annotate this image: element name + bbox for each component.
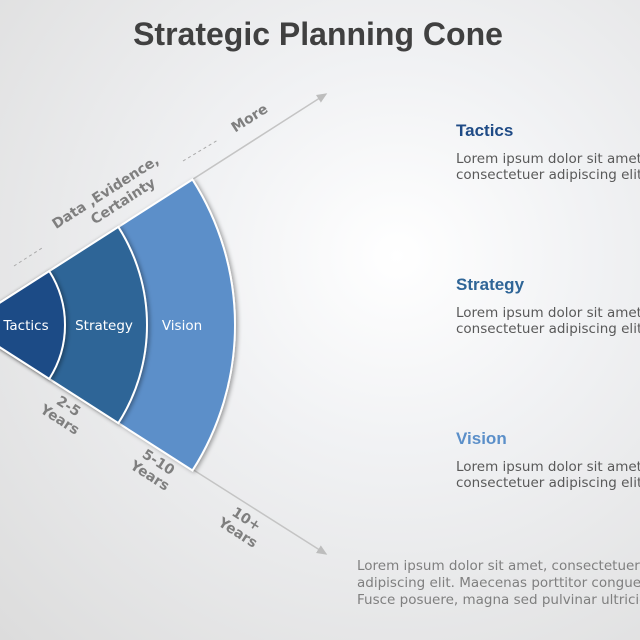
segment-label-strategy: Strategy	[75, 318, 133, 334]
cone-segment-tactics	[0, 269, 66, 381]
dashed-mark	[182, 139, 219, 162]
block-heading: Strategy	[456, 275, 525, 294]
footer-line: adipiscing elit. Maecenas porttitor cong…	[357, 575, 640, 591]
block-text: consectetuer adipiscing elit.	[456, 321, 640, 337]
page-title: Strategic Planning Cone	[133, 16, 503, 52]
block-heading: Vision	[456, 429, 507, 448]
segment-label-tactics: Tactics	[2, 318, 48, 334]
segment-label-vision: Vision	[162, 318, 202, 334]
block-heading: Tactics	[456, 121, 514, 140]
cone-segment-strategy	[0, 225, 148, 425]
block-text: Lorem ipsum dolor sit amet,	[456, 459, 640, 475]
block-text: consectetuer adipiscing elit.	[456, 167, 640, 183]
dashed-mark	[13, 247, 43, 267]
block-text: Lorem ipsum dolor sit amet,	[456, 305, 640, 321]
footer-line: Lorem ipsum dolor sit amet, consectetuer	[357, 558, 640, 574]
top-axis-end-label: More	[229, 101, 271, 136]
footer-line: Fusce posuere, magna sed pulvinar ultric…	[357, 592, 640, 608]
block-text: consectetuer adipiscing elit.	[456, 475, 640, 491]
strategy-block: Strategy Lorem ipsum dolor sit amet,cons…	[456, 275, 640, 337]
block-text: Lorem ipsum dolor sit amet,	[456, 151, 640, 167]
vision-block: Vision Lorem ipsum dolor sit amet,consec…	[456, 429, 640, 491]
footer-text: Lorem ipsum dolor sit amet, consectetuer…	[357, 558, 640, 609]
tactics-block: Tactics Lorem ipsum dolor sit amet,conse…	[456, 121, 640, 183]
